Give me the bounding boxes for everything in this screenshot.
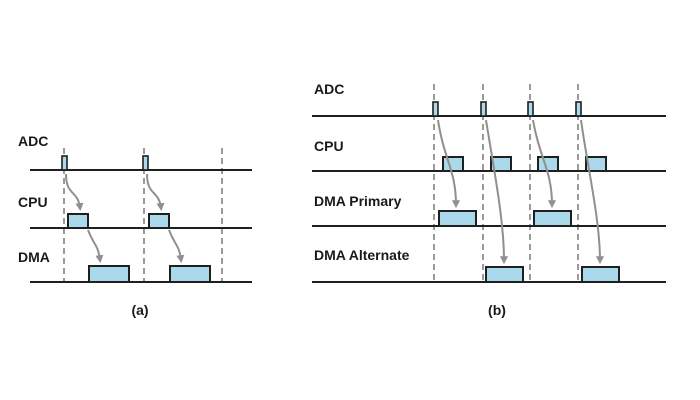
flow-arrow — [146, 173, 165, 212]
flow-arrow — [437, 119, 460, 209]
row-label-cpu: CPU — [18, 194, 48, 210]
adc-pulse — [61, 155, 68, 171]
row-label-adc: ADC — [314, 81, 344, 97]
adc-pulse — [432, 101, 439, 117]
cpu-block — [585, 156, 607, 172]
row-label-adc: ADC — [18, 133, 48, 149]
dma-alternate-block — [581, 266, 620, 283]
row-label-dma: DMA — [18, 249, 50, 265]
dma-alternate-block — [485, 266, 524, 283]
adc-pulse — [480, 101, 487, 117]
cpu-block — [490, 156, 512, 172]
panel-b: ADC CPU DMA Primary DMA Alternate (b) — [312, 81, 666, 318]
row-label-dma-alternate: DMA Alternate — [314, 247, 410, 263]
cpu-block — [537, 156, 559, 172]
adc-pulse — [575, 101, 582, 117]
cpu-block — [67, 213, 89, 229]
row-label-cpu: CPU — [314, 138, 344, 154]
panel-a-caption: (a) — [131, 302, 148, 318]
adc-pulse — [527, 101, 534, 117]
cpu-block — [148, 213, 170, 229]
flow-arrow — [485, 119, 508, 265]
flow-arrow — [532, 119, 556, 209]
dma-block — [169, 265, 211, 283]
flow-arrow — [65, 173, 84, 212]
dma-primary-block — [438, 210, 477, 227]
cpu-block — [442, 156, 464, 172]
flow-arrow — [87, 229, 104, 264]
panel-b-caption: (b) — [488, 302, 506, 318]
dma-primary-block — [533, 210, 572, 227]
flow-arrow — [168, 229, 185, 264]
flow-arrow — [580, 119, 604, 265]
panel-a: ADC CPU DMA (a) — [18, 133, 252, 318]
row-label-dma-primary: DMA Primary — [314, 193, 402, 209]
adc-pulse — [142, 155, 149, 171]
dma-block — [88, 265, 130, 283]
